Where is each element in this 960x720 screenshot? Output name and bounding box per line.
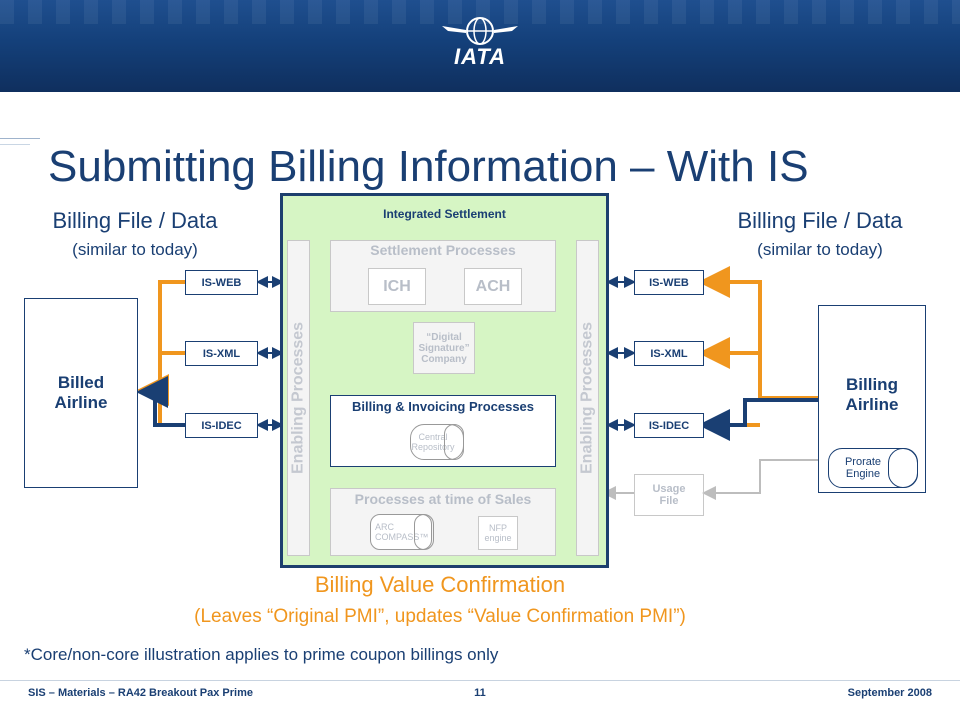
decor-line [0, 138, 40, 139]
footer-page-number: 11 [474, 687, 486, 699]
digital-signature-box: “Digital Signature” Company [413, 322, 475, 374]
billing-invoicing-title: Billing & Invoicing Processes [351, 399, 535, 414]
usage-file-box: Usage File [634, 474, 704, 516]
footer-date: September 2008 [847, 687, 932, 699]
left-format-is-xml: IS-XML [185, 341, 258, 366]
billed-airline-box: Billed Airline [24, 298, 138, 488]
footer-divider [0, 680, 960, 681]
billing-airline-label: Billing Airline [845, 375, 899, 414]
left-format-is-idec: IS-IDEC [185, 413, 258, 438]
right-format-is-xml: IS-XML [634, 341, 704, 366]
footer-left: SIS – Materials – RA42 Breakout Pax Prim… [28, 687, 253, 699]
integrated-settlement-label: Integrated Settlement [383, 207, 506, 221]
header-stripes [0, 0, 960, 24]
footnote: *Core/non-core illustration applies to p… [24, 645, 499, 664]
header-banner [0, 0, 960, 92]
right-format-is-web: IS-WEB [634, 270, 704, 295]
confirmation-subtitle: (Leaves “Original PMI”, updates “Value C… [194, 606, 686, 627]
decor-line [0, 144, 30, 145]
nfp-engine-box: NFP engine [478, 516, 518, 550]
right-header-title: Billing File / Data [737, 208, 903, 233]
ich-box: ICH [368, 268, 426, 305]
cylinder-end-icon [444, 424, 464, 460]
settlement-processes-title: Settlement Processes [370, 242, 516, 258]
cylinder-end-icon [414, 514, 434, 550]
cylinder-end-icon [888, 448, 918, 488]
right-format-is-idec: IS-IDEC [634, 413, 704, 438]
logo-text: IATA [453, 44, 507, 69]
page-title: Submitting Billing Information – With IS [48, 142, 809, 191]
left-header-subtitle: (similar to today) [72, 240, 198, 259]
right-header-subtitle: (similar to today) [757, 240, 883, 259]
left-format-is-web: IS-WEB [185, 270, 258, 295]
enabling-processes-left: Enabling Processes [287, 240, 310, 556]
left-header-title: Billing File / Data [52, 208, 218, 233]
sales-processes-panel [330, 488, 556, 556]
ach-box: ACH [464, 268, 522, 305]
globe-wings-icon [442, 17, 518, 45]
confirmation-title: Billing Value Confirmation [314, 572, 566, 597]
enabling-processes-right: Enabling Processes [576, 240, 599, 556]
sales-processes-title: Processes at time of Sales [354, 491, 532, 507]
